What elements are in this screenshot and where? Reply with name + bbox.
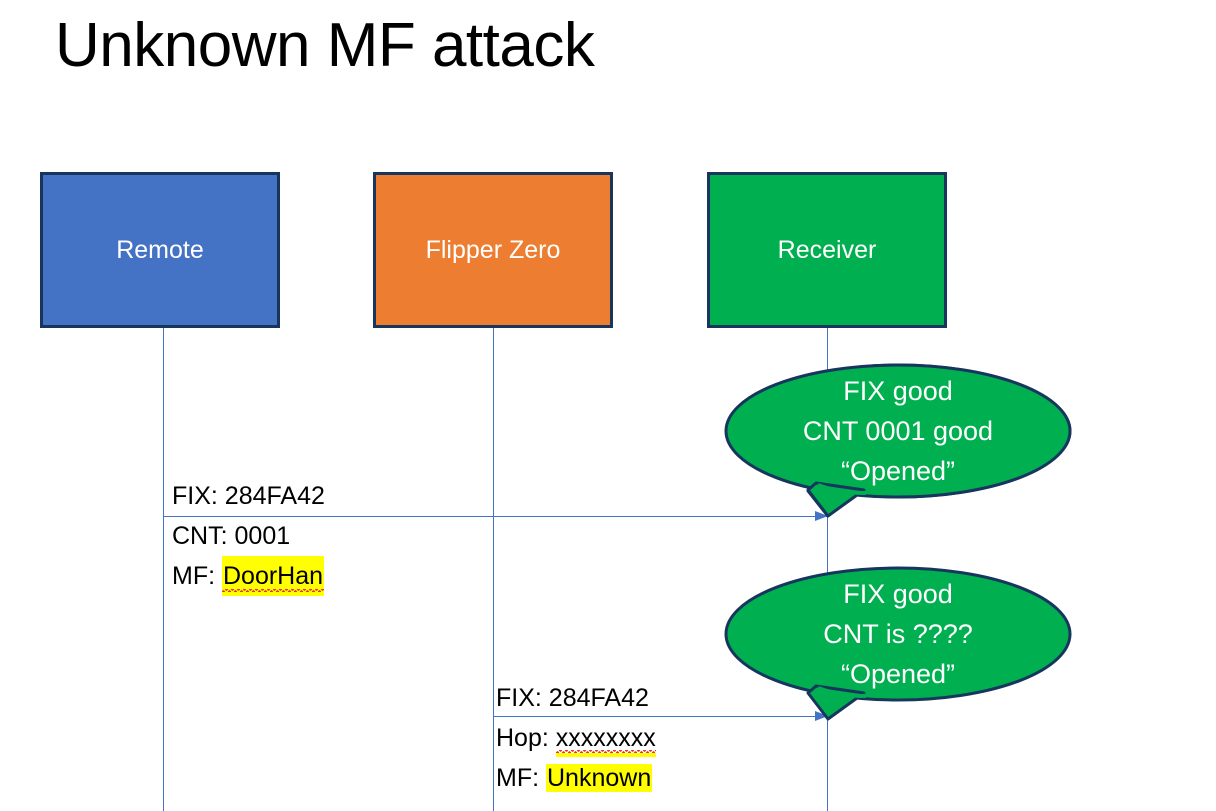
actor-label-flipper-zero: Flipper Zero — [425, 235, 561, 264]
actor-label-remote: Remote — [116, 235, 204, 264]
message-line-mf-2: MF: Unknown — [496, 758, 656, 798]
message-label-remote-to-receiver: FIX: 284FA42 CNT: 0001 MF: DoorHan — [172, 476, 325, 596]
message-line-hop: Hop: xxxxxxxx — [496, 718, 656, 758]
message-line-mf-2-value-highlighted: Unknown — [546, 764, 653, 792]
speech-bubble-shape-icon-2 — [724, 566, 1072, 721]
lifeline-receiver — [827, 240, 828, 811]
actor-box-remote[interactable]: Remote — [40, 172, 280, 328]
message-line-mf: MF: DoorHan — [172, 556, 325, 596]
message-line-hop-value: xxxxxxxx — [555, 718, 656, 758]
lifeline-remote — [163, 240, 164, 811]
message-line-fix-value: 284FA42 — [224, 482, 325, 510]
message-line-mf-2-label: MF: — [496, 764, 540, 792]
message-line-fix-label: FIX: — [172, 482, 218, 510]
message-line-fix-2-value: 284FA42 — [548, 684, 649, 712]
actor-box-flipper-zero[interactable]: Flipper Zero — [373, 172, 613, 328]
lifeline-flipper-zero — [493, 240, 494, 811]
message-line-mf-value-highlighted: DoorHan — [222, 556, 325, 596]
actor-label-receiver: Receiver — [777, 235, 877, 264]
message-line-fix-2-label: FIX: — [496, 684, 542, 712]
message-line-mf-label: MF: — [172, 562, 216, 590]
message-line-hop-label: Hop: — [496, 724, 549, 752]
message-label-flipper-to-receiver: FIX: 284FA42 Hop: xxxxxxxx MF: Unknown — [496, 678, 656, 798]
message-arrow-flipper-to-receiver — [493, 711, 828, 721]
message-line-cnt-value: 0001 — [234, 522, 291, 550]
speech-bubble-first-response[interactable]: FIX good CNT 0001 good “Opened” — [724, 363, 1072, 518]
actor-box-receiver[interactable]: Receiver — [707, 172, 947, 328]
message-line-cnt: CNT: 0001 — [172, 516, 325, 556]
page-title: Unknown MF attack — [55, 11, 595, 80]
message-line-fix: FIX: 284FA42 — [172, 476, 325, 516]
message-arrow-remote-to-receiver — [163, 511, 828, 521]
speech-bubble-shape-icon — [724, 363, 1072, 518]
message-line-cnt-label: CNT: — [172, 522, 228, 550]
speech-bubble-second-response[interactable]: FIX good CNT is ???? “Opened” — [724, 566, 1072, 721]
message-line-fix-2: FIX: 284FA42 — [496, 678, 656, 718]
